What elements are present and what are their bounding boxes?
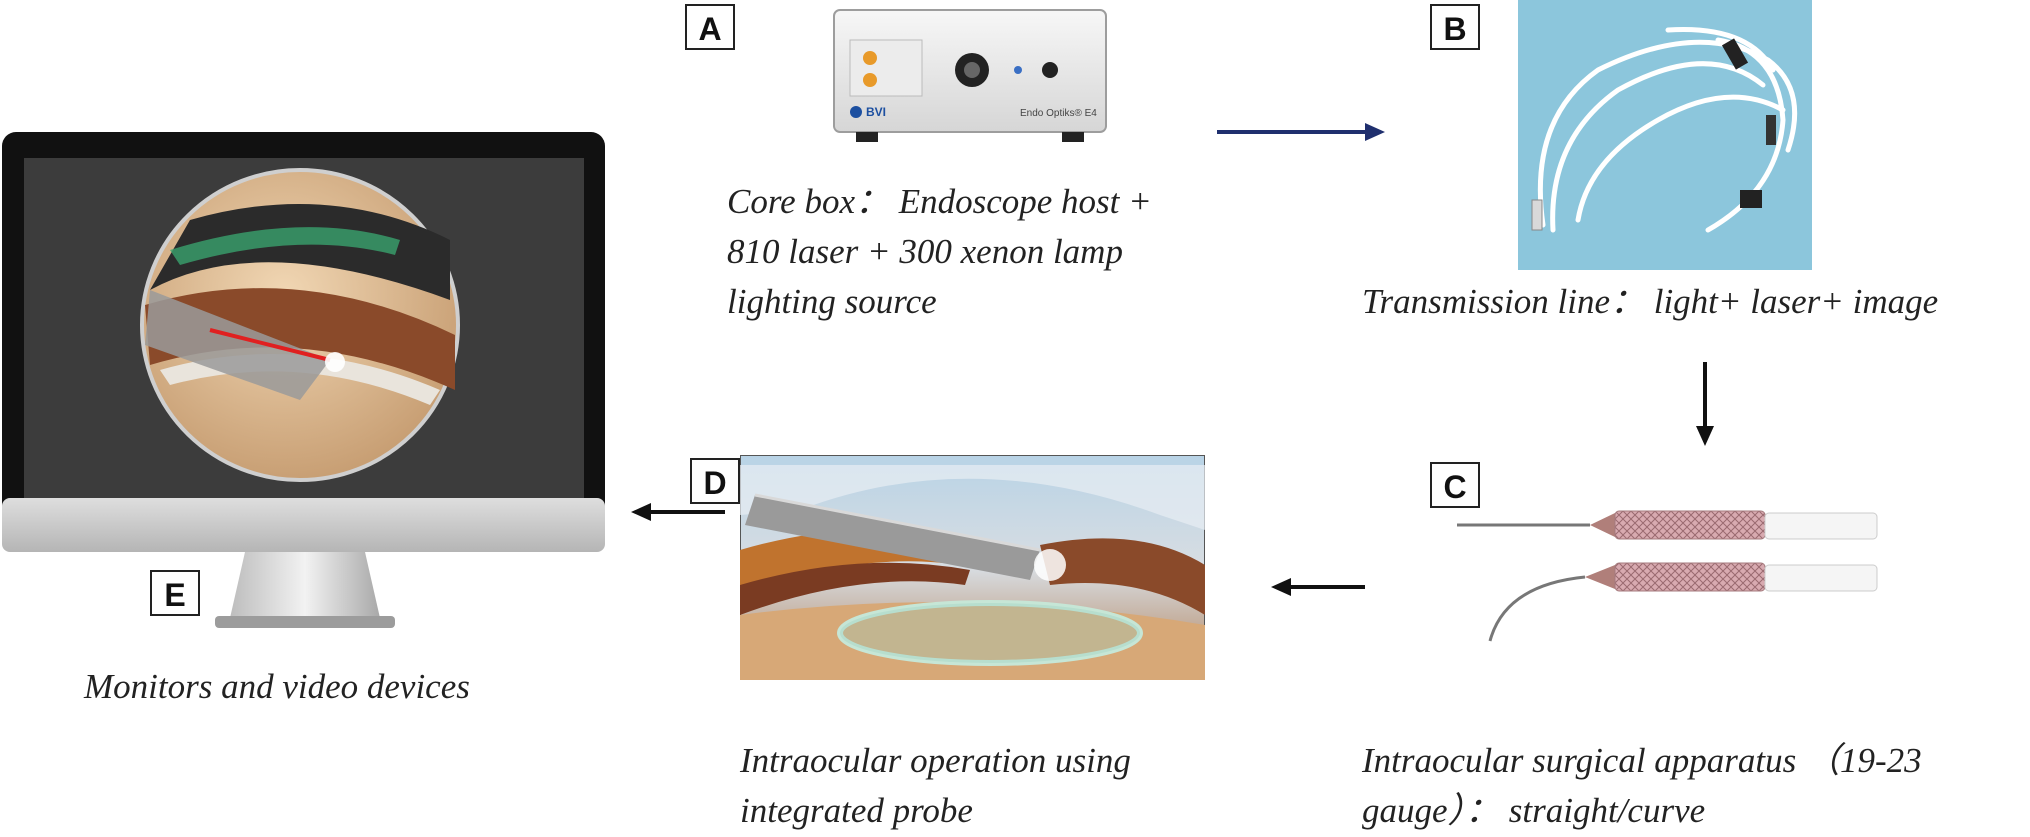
panel-a-caption-line1: Core box： Endoscope host +: [727, 182, 1152, 221]
panel-letter-e: E: [150, 570, 200, 616]
panel-d-caption-line1: Intraocular operation using: [740, 741, 1131, 780]
panel-a-caption-line3: lighting source: [727, 282, 937, 321]
panel-c-caption-line1: Intraocular surgical apparatus （19-23: [1362, 741, 1922, 780]
panel-letter-b: B: [1430, 4, 1480, 50]
panel-b-caption: Transmission line： light+ laser+ image: [1362, 282, 1939, 321]
panel-letter-c: C: [1430, 462, 1480, 508]
device-brand-text: BVI: [866, 105, 886, 119]
surgical-probes-photo: [1457, 510, 1878, 642]
panel-d-caption-line2: integrated probe: [740, 791, 973, 830]
panel-letter-a: A: [685, 4, 735, 50]
core-box-device: BVI Endo Optiks® E4: [833, 9, 1107, 142]
panel-c-caption-line2: gauge）： straight/curve: [1362, 791, 1706, 830]
arrow-a-to-b: [1217, 123, 1385, 141]
intraocular-operation-illustration: [740, 455, 1205, 680]
monitor-illustration: [2, 132, 605, 628]
arrow-d-to-e: [631, 503, 725, 521]
arrow-c-to-d: [1271, 578, 1365, 596]
transmission-line-photo: [1518, 0, 1812, 270]
arrow-b-to-c: [1696, 362, 1714, 446]
panel-e-caption: Monitors and video devices: [84, 667, 470, 706]
panel-a-caption-line2: 810 laser + 300 xenon lamp: [727, 232, 1123, 271]
panel-letter-d: D: [690, 458, 740, 504]
device-model-text: Endo Optiks® E4: [1020, 108, 1097, 119]
